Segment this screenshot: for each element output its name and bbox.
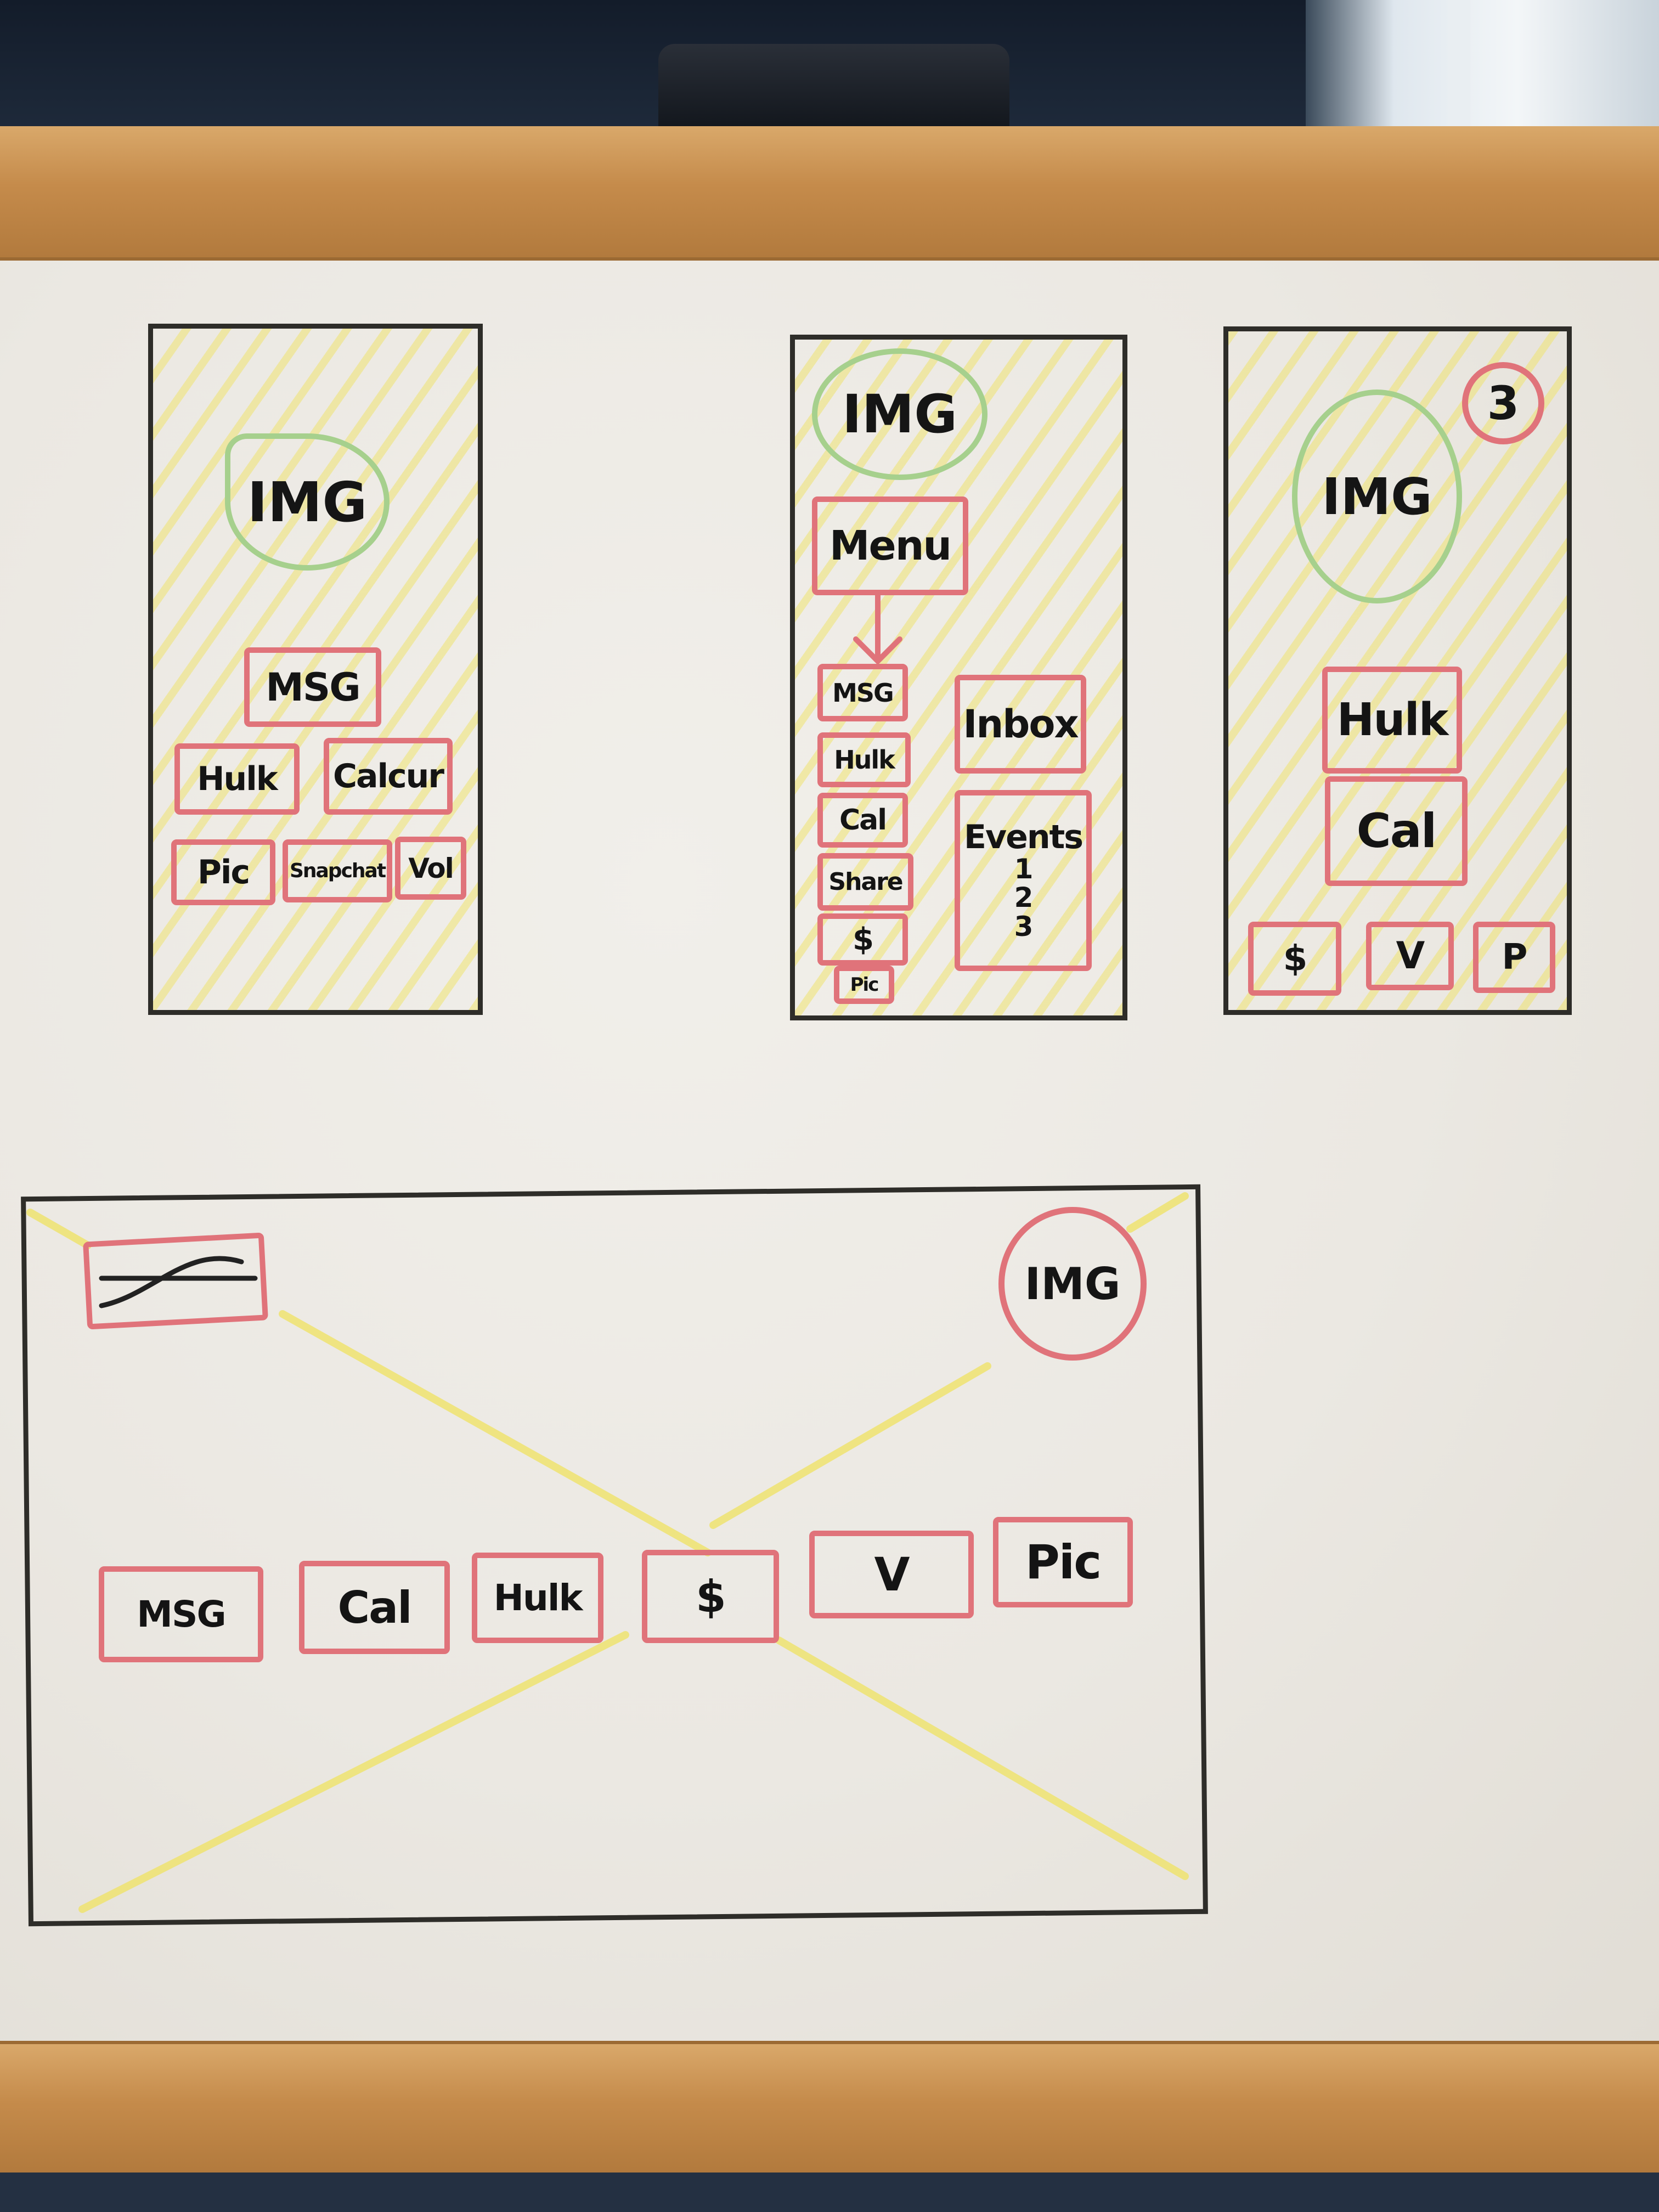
sketch-3-v-label: V bbox=[1396, 934, 1425, 978]
sketch-3-hulk-button[interactable]: Hulk bbox=[1322, 667, 1462, 774]
sketch-4-pic-button[interactable]: Pic bbox=[993, 1517, 1133, 1607]
sketch-1-snapchat-button[interactable]: Snapchat bbox=[283, 839, 392, 902]
sketch-1-calcur-button[interactable]: Calcur bbox=[324, 738, 453, 815]
sketch-1-hulk-label: Hulk bbox=[197, 760, 278, 798]
sketch-1-pic-button[interactable]: Pic bbox=[171, 839, 275, 905]
sketch-1-vol-button[interactable]: Vol bbox=[395, 837, 466, 900]
sketch-3-badge-label: 3 bbox=[1487, 376, 1520, 430]
sketch-2-events-list[interactable]: Events 1 2 3 bbox=[955, 790, 1092, 971]
sketch-4-money-button[interactable]: $ bbox=[642, 1550, 779, 1643]
sketch-2-menu-item-cal-label: Cal bbox=[839, 804, 887, 837]
sketch-3-money-label: $ bbox=[1283, 938, 1308, 979]
background-window bbox=[1306, 0, 1659, 137]
sketch-4-cal-label: Cal bbox=[337, 1582, 412, 1633]
sketch-3-badge: 3 bbox=[1462, 362, 1544, 444]
sketch-3-cal-button[interactable]: Cal bbox=[1325, 776, 1468, 886]
sketch-4-msg-button[interactable]: MSG bbox=[99, 1566, 263, 1662]
sketch-4-hulk-button[interactable]: Hulk bbox=[472, 1553, 603, 1643]
sketch-2-menu-item-share[interactable]: Share bbox=[817, 853, 913, 911]
sketch-1-vol-label: Vol bbox=[408, 852, 454, 884]
sketch-2-menu-item-pic[interactable]: Pic bbox=[834, 966, 894, 1004]
sketch-4-v-button[interactable]: V bbox=[809, 1531, 974, 1618]
sketch-3-hulk-label: Hulk bbox=[1336, 694, 1449, 746]
board-frame-top bbox=[0, 126, 1659, 261]
sketch-4-cal-button[interactable]: Cal bbox=[299, 1561, 450, 1654]
sketch-4-img-placeholder: IMG bbox=[998, 1207, 1147, 1361]
sketch-1-msg-button[interactable]: MSG bbox=[244, 647, 381, 727]
sketch-2-menu-label: Menu bbox=[829, 522, 952, 569]
sketch-3-v-button[interactable]: V bbox=[1366, 922, 1454, 990]
sketch-2-event-item: 3 bbox=[1014, 910, 1034, 943]
sketch-1-msg-label: MSG bbox=[266, 664, 361, 710]
sketch-2-img-placeholder: IMG bbox=[812, 348, 988, 480]
sketch-2-menu-item-msg-label: MSG bbox=[832, 678, 894, 708]
sketch-1-img-placeholder: IMG bbox=[225, 433, 390, 571]
sketch-2-event-item: 2 bbox=[1014, 882, 1034, 914]
sketch-2-menu-item-share-label: Share bbox=[828, 868, 903, 896]
sketch-2-menu-item-money-label: $ bbox=[853, 922, 874, 957]
sketch-2-menu-button[interactable]: Menu bbox=[812, 496, 968, 595]
sketch-4-msg-label: MSG bbox=[137, 1593, 226, 1635]
sketch-1-hulk-button[interactable]: Hulk bbox=[174, 743, 300, 815]
sketch-2-menu-item-money[interactable]: $ bbox=[817, 913, 908, 966]
background-object bbox=[658, 44, 1009, 137]
sketch-4-pic-label: Pic bbox=[1025, 1534, 1102, 1590]
sketch-2-img-label: IMG bbox=[842, 383, 958, 445]
sketch-2-inbox-label: Inbox bbox=[963, 702, 1079, 747]
sketch-2-event-item: 1 bbox=[1014, 853, 1034, 885]
sketch-1-pic-label: Pic bbox=[197, 853, 250, 891]
sketch-2-events-title: Events bbox=[964, 817, 1084, 856]
sketch-4-money-label: $ bbox=[696, 1571, 726, 1622]
sketch-3-p-button[interactable]: P bbox=[1473, 922, 1555, 993]
sketch-2-menu-item-msg[interactable]: MSG bbox=[817, 664, 908, 721]
sketch-2-menu-item-cal[interactable]: Cal bbox=[817, 793, 908, 848]
sketch-2-menu-item-hulk-label: Hulk bbox=[834, 745, 895, 775]
sketch-4-v-label: V bbox=[874, 1548, 910, 1601]
sketch-1-snapchat-label: Snapchat bbox=[289, 860, 386, 882]
sketch-4-menu-button[interactable] bbox=[83, 1232, 268, 1330]
sketch-3-money-button[interactable]: $ bbox=[1248, 922, 1341, 996]
sketch-2-inbox-button[interactable]: Inbox bbox=[955, 675, 1086, 774]
floor-area bbox=[0, 2172, 1659, 2212]
sketch-2-menu-item-pic-label: Pic bbox=[850, 974, 879, 996]
board-frame-bottom bbox=[0, 2041, 1659, 2172]
sketch-1-img-label: IMG bbox=[247, 470, 368, 534]
sketch-3-img-placeholder: IMG bbox=[1292, 390, 1462, 603]
sketch-3-p-label: P bbox=[1502, 937, 1528, 978]
sketch-4-img-label: IMG bbox=[1024, 1258, 1121, 1310]
sketch-1-calcur-label: Calcur bbox=[333, 757, 444, 795]
sketch-4-hulk-label: Hulk bbox=[493, 1577, 583, 1619]
sketch-3-img-label: IMG bbox=[1322, 467, 1432, 526]
window-frame bbox=[1448, 0, 1470, 137]
sketch-3-cal-label: Cal bbox=[1356, 804, 1437, 859]
sketch-2-menu-item-hulk[interactable]: Hulk bbox=[817, 732, 911, 787]
